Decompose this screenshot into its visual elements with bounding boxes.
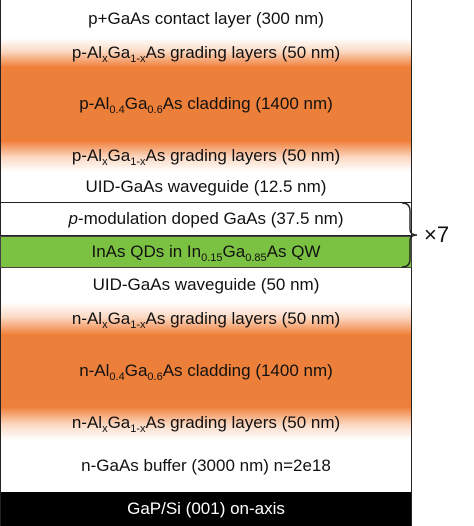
p-modulation-doped-layer: p-modulation doped GaAs (37.5 nm) — [0, 202, 412, 236]
quantum-dot-layer-label: InAs QDs in In0.15Ga0.85As QW — [91, 242, 321, 264]
p-grading-layer-bottom: p-AlxGa1-xAs grading layers (50 nm) — [0, 140, 412, 172]
uid-waveguide-bottom: UID-GaAs waveguide (50 nm) — [0, 268, 412, 302]
substrate-layer: GaP/Si (001) on-axis — [0, 492, 412, 526]
n-cladding-layer: n-Al0.4Ga0.6As cladding (1400 nm) — [0, 336, 412, 406]
p-cladding-layer: p-Al0.4Ga0.6As cladding (1400 nm) — [0, 68, 412, 140]
quantum-dot-layer: InAs QDs in In0.15Ga0.85As QW — [0, 236, 412, 268]
uid-waveguide-top: UID-GaAs waveguide (12.5 nm) — [0, 172, 412, 202]
n-grading-layer-bottom: n-AlxGa1-xAs grading layers (50 nm) — [0, 406, 412, 440]
p-cladding-layer-label: p-Al0.4Ga0.6As cladding (1400 nm) — [79, 94, 333, 116]
n-grading-layer-top: n-AlxGa1-xAs grading layers (50 nm) — [0, 302, 412, 336]
substrate-label: GaP/Si (001) on-axis — [127, 499, 285, 518]
n-gaas-buffer-label: n-GaAs buffer (3000 nm) n=2e18 — [81, 456, 331, 475]
repeat-brace — [401, 202, 418, 268]
p-grading-layer-top: p-AlxGa1-xAs grading layers (50 nm) — [0, 38, 412, 68]
layer-stack: p+GaAs contact layer (300 nm) p-AlxGa1-x… — [0, 0, 412, 526]
n-grading-layer-bottom-label: n-AlxGa1-xAs grading layers (50 nm) — [71, 413, 341, 435]
p-modulation-doped-label: p-modulation doped GaAs (37.5 nm) — [68, 209, 344, 228]
n-grading-layer-top-label: n-AlxGa1-xAs grading layers (50 nm) — [71, 309, 341, 331]
n-cladding-layer-label: n-Al0.4Ga0.6As cladding (1400 nm) — [79, 361, 333, 383]
uid-waveguide-bottom-label: UID-GaAs waveguide (50 nm) — [92, 275, 320, 294]
p-grading-layer-bottom-label: p-AlxGa1-xAs grading layers (50 nm) — [71, 146, 341, 168]
n-gaas-buffer-layer: n-GaAs buffer (3000 nm) n=2e18 — [0, 440, 412, 492]
uid-waveguide-top-label: UID-GaAs waveguide (12.5 nm) — [85, 177, 327, 196]
repeat-count-label: ×7 — [424, 222, 450, 247]
p-grading-layer-top-label: p-AlxGa1-xAs grading layers (50 nm) — [71, 43, 341, 65]
contact-layer-label: p+GaAs contact layer (300 nm) — [88, 9, 324, 28]
contact-layer: p+GaAs contact layer (300 nm) — [0, 0, 412, 38]
